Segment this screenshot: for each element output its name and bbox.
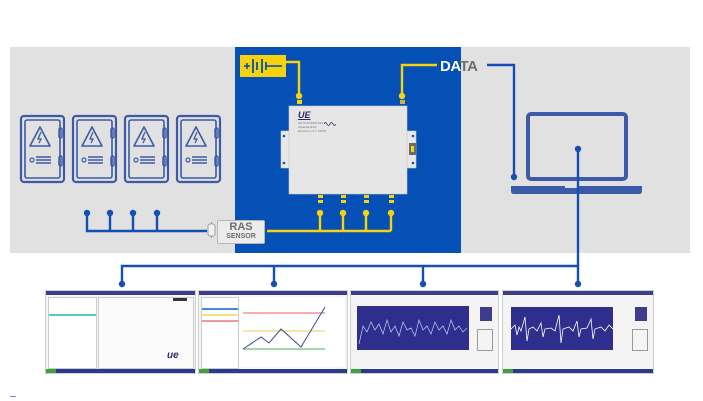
device-sub-line: UE SYSTEMS INC [298, 121, 324, 125]
window-titlebar [503, 291, 653, 295]
battery-power-icon [240, 55, 286, 77]
gauge-panel [477, 329, 493, 351]
taskbar [199, 369, 347, 373]
electrical-cabinets [19, 114, 222, 184]
sensor-node-dot [129, 209, 137, 217]
gauge-panel [632, 329, 648, 351]
window-titlebar [199, 291, 347, 295]
data-line-dot [510, 173, 518, 181]
trend-chart [239, 297, 345, 367]
ras-label: RAS [229, 221, 253, 233]
window-titlebar [351, 291, 498, 295]
tree-panel [201, 297, 239, 369]
waveform-plot [357, 306, 469, 350]
taskbar [46, 369, 195, 373]
device-sub-line: Elmsford, N.Y. 10523 [298, 129, 327, 133]
ras-connector-icon [207, 222, 216, 238]
sensor-node-dots [83, 209, 161, 217]
data-line [487, 63, 516, 177]
legend-box [635, 307, 647, 321]
electrical-cabinet-icon [19, 114, 66, 184]
data-label: DATA [440, 58, 478, 75]
window-titlebar [46, 291, 195, 295]
tree-panel [48, 297, 97, 369]
ras-sensor-badge: RAS SENSOR [217, 220, 265, 244]
sensor-label: SENSOR [226, 233, 256, 240]
waveform-plot [511, 307, 613, 350]
yellow-connector-dots [295, 92, 406, 217]
sensor-node-dot [106, 209, 114, 217]
taskbar [351, 369, 498, 373]
electrical-cabinet-icon [175, 114, 222, 184]
taskbar [503, 369, 653, 373]
legend-box [480, 307, 492, 321]
device-sub-text: UE SYSTEMS INC Ultratrak RAS Elmsford, N… [298, 121, 326, 133]
electrical-cabinet-icon [71, 114, 118, 184]
data-label-part2: TA [459, 58, 478, 75]
device-sub-line: Ultratrak RAS [298, 125, 317, 129]
laptop-icon [511, 112, 642, 194]
electrical-cabinet-icon [123, 114, 170, 184]
output-dots [118, 145, 582, 288]
data-logger-device [280, 105, 417, 195]
sensor-node-dot [153, 209, 161, 217]
device-brand-logo: UE [298, 110, 311, 120]
footer-mark [10, 396, 16, 397]
configuration-tree-screen: ue [45, 290, 196, 374]
sensor-node-dot [83, 209, 91, 217]
waveform-screen-2 [502, 290, 654, 374]
settings-panel: ue [98, 297, 194, 369]
waveform-screen-1 [350, 290, 499, 374]
trend-line-chart-screen [198, 290, 348, 374]
data-label-part1: DA [440, 58, 460, 75]
output-lines [120, 149, 580, 283]
sensor-bus-lines [85, 213, 207, 233]
